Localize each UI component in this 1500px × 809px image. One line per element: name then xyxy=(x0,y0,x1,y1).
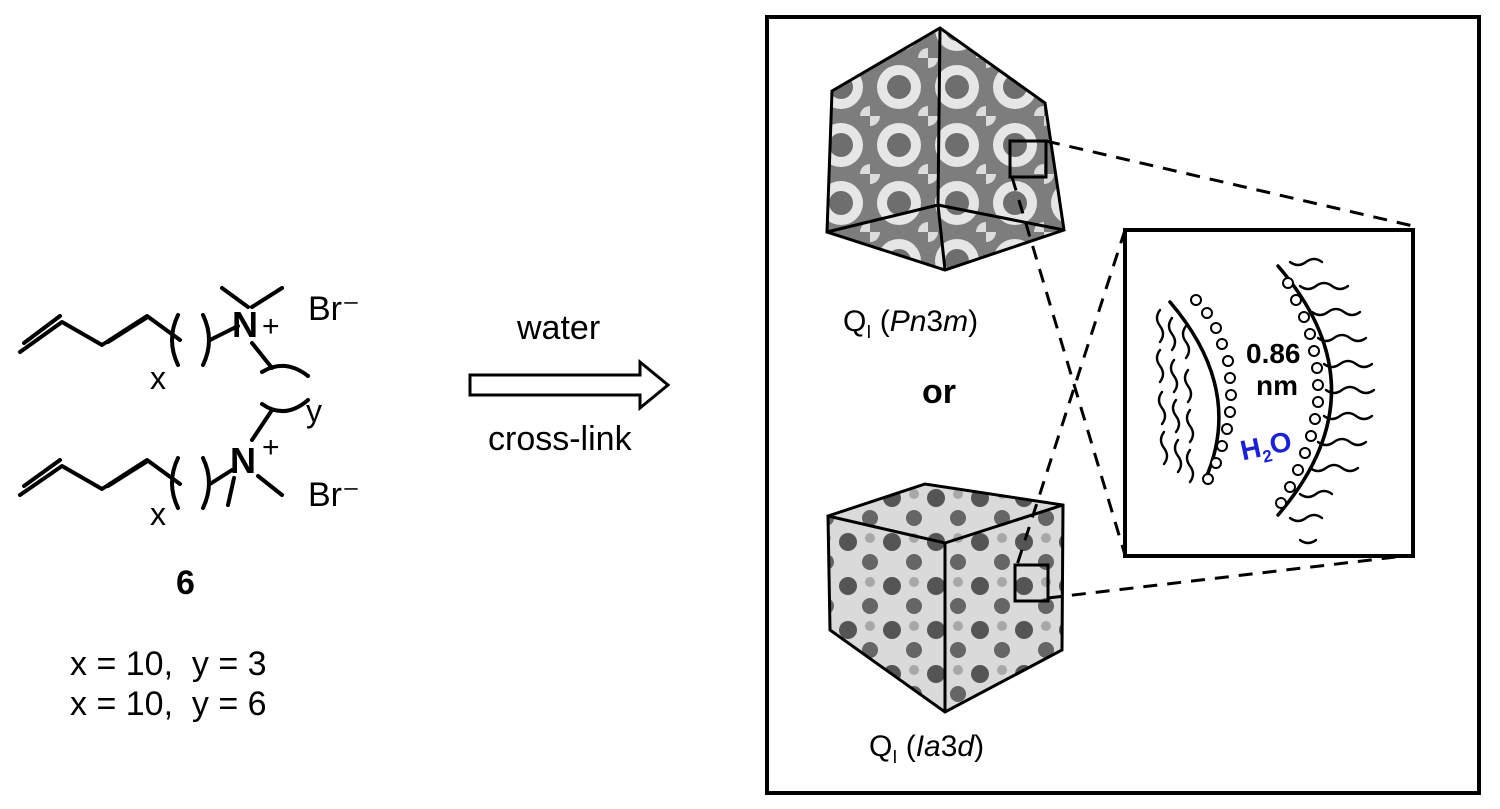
zoom-dashed-lines xyxy=(1010,139,1414,600)
lower-chain-to-n xyxy=(208,468,234,486)
upper-paren-left xyxy=(170,313,180,367)
headgroups xyxy=(1190,277,1324,509)
phase1-label: QI (Pn3m) xyxy=(843,305,979,342)
variant-1: x = 10, y = 3 xyxy=(70,645,267,683)
pn3m-cube xyxy=(825,26,1066,272)
upper-n-charge: + xyxy=(262,310,280,343)
upper-chain-bonds xyxy=(18,314,182,354)
lower-paren-left xyxy=(170,456,180,510)
variant-2: x = 10, y = 6 xyxy=(70,685,267,723)
spacer-paren-lower xyxy=(260,398,310,413)
lower-paren-right xyxy=(201,456,211,510)
lower-methyl-1 xyxy=(226,476,236,507)
upper-vinyl-double xyxy=(22,314,62,345)
right-membrane-arc xyxy=(1276,264,1334,517)
right-tails xyxy=(1288,257,1376,545)
reaction-arrow xyxy=(468,358,671,412)
reaction-condition-water: water xyxy=(517,309,601,347)
lower-vinyl-double xyxy=(22,458,62,488)
upper-bromide: Br⁻ xyxy=(308,290,360,328)
spacer-paren-upper xyxy=(260,364,310,378)
upper-n-atom: N xyxy=(232,304,258,345)
lower-n-atom: N xyxy=(230,440,256,481)
pore-size-unit: nm xyxy=(1256,370,1298,401)
ia3d-cube xyxy=(826,482,1065,714)
spacer-top-bond xyxy=(250,341,274,370)
lower-sub-x: x xyxy=(150,496,166,532)
lower-bromide: Br⁻ xyxy=(308,476,360,514)
upper-methyl-2 xyxy=(250,286,284,309)
compound-number: 6 xyxy=(176,564,195,602)
lower-diene-double xyxy=(106,460,148,488)
phase2-label: QI (Ia3d) xyxy=(869,730,985,767)
reaction-condition-crosslink: cross-link xyxy=(488,420,632,458)
results-panel-frame xyxy=(765,15,1481,795)
upper-methyl-1 xyxy=(220,286,250,309)
lower-chain-bonds xyxy=(18,458,182,497)
ia3d-zoom-box xyxy=(1013,563,1050,603)
spacer-sub-y: y xyxy=(306,393,322,429)
pore-size-value: 0.86 xyxy=(1246,338,1301,369)
upper-sub-x: x xyxy=(150,360,166,396)
spacer-bottom-bond xyxy=(250,408,274,442)
pn3m-zoom-box xyxy=(1008,139,1048,179)
or-connector: or xyxy=(922,373,956,411)
lower-n-charge: + xyxy=(262,431,280,464)
left-tails xyxy=(1155,308,1195,484)
molecule-structure xyxy=(18,286,310,510)
lower-methyl-2 xyxy=(256,474,284,497)
upper-chain-to-n xyxy=(208,324,240,342)
upper-diene-double xyxy=(106,316,148,344)
